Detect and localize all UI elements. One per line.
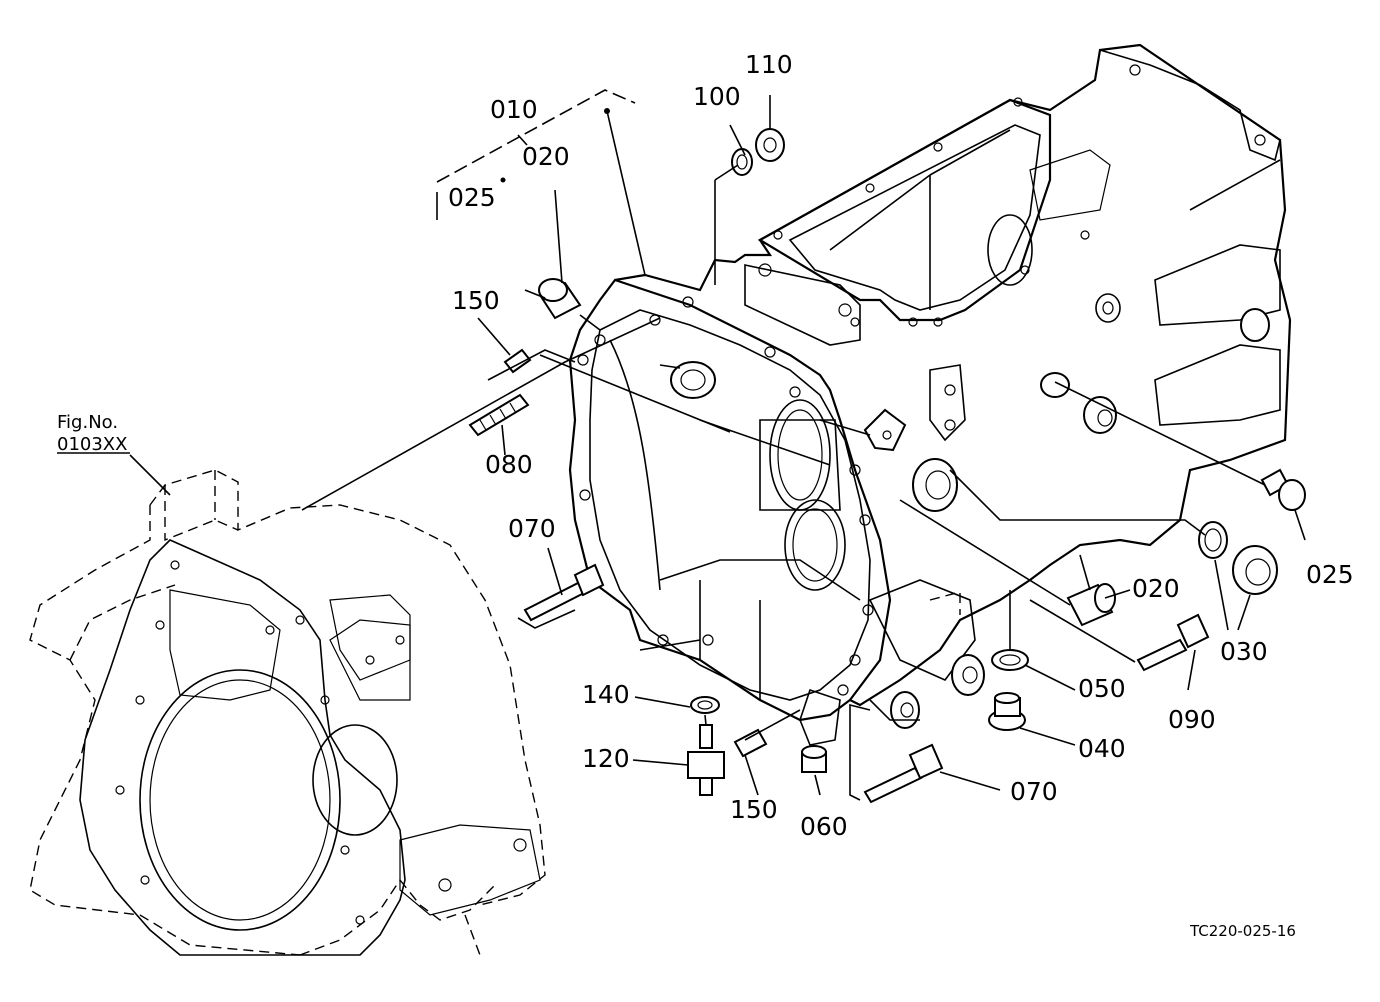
flange-outline [79, 539, 541, 956]
callout-060: 060 [800, 812, 848, 841]
callout-100: 100 [693, 82, 741, 111]
transmission-case [568, 43, 1292, 746]
callout-110: 110 [745, 50, 793, 79]
stud-080 [468, 393, 530, 437]
reference-housing [29, 469, 546, 956]
sensor-120 [699, 724, 713, 749]
callout-120: 120 [582, 744, 630, 773]
bushing-110 [755, 128, 785, 162]
loose-parts [468, 128, 1306, 804]
ref-figure-label: Fig.No. [57, 412, 118, 433]
callout-140: 140 [582, 680, 630, 709]
circlip-100 [731, 148, 753, 176]
callout-080: 080 [485, 450, 533, 479]
callout-labels: 010 020 025 100 110 150 080 070 025 030 … [57, 50, 1354, 940]
bolt-070-left [523, 580, 588, 622]
callout-040: 040 [1078, 734, 1126, 763]
bolt-090 [1136, 638, 1188, 672]
drawing-code: TC220-025-16 [1189, 922, 1296, 940]
gasket-030 [1198, 521, 1228, 559]
leader-lines [57, 89, 1306, 801]
washer-140 [690, 696, 720, 714]
callout-020-top: 020 [522, 142, 570, 171]
callout-020-right: 020 [1132, 574, 1180, 603]
callout-070-bottom: 070 [1010, 777, 1058, 806]
callout-150-top: 150 [452, 286, 500, 315]
callout-025-top: 025 [448, 183, 496, 212]
callout-030: 030 [1220, 637, 1268, 666]
callout-010: 010 [490, 95, 538, 124]
bolt-070-bottom [863, 766, 923, 804]
callout-070-left: 070 [508, 514, 556, 543]
washer-050 [991, 649, 1029, 671]
callout-090: 090 [1168, 705, 1216, 734]
callout-150-bottom: 150 [730, 795, 778, 824]
callout-050: 050 [1078, 674, 1126, 703]
pin-150-bottom [733, 728, 768, 758]
callout-025-right: 025 [1306, 560, 1354, 589]
ref-figure-number: 0103XX [57, 434, 127, 455]
